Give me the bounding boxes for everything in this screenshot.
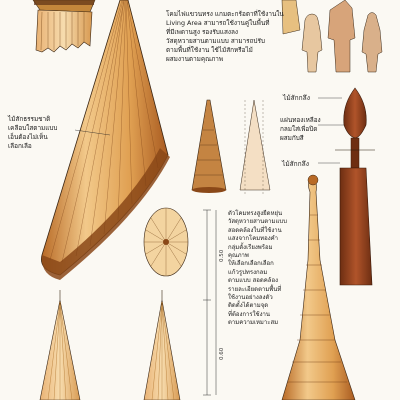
tall-tower-lamp-icon: [281, 174, 356, 400]
note-top-right: โคมไฟแขวนทรง แกมตะกร้อตาที่ใช้งานใน Livi…: [166, 10, 284, 63]
leader-lines: [74, 97, 344, 164]
fringe-lamp-icon: [32, 0, 96, 53]
dimension-bottom-label: 0.60: [219, 347, 225, 360]
human-scale-figures-icon: [281, 0, 383, 73]
dimension-top-label: 0.50: [219, 249, 225, 262]
note-right-mid-top: ไม้สักกลึง: [283, 94, 310, 102]
bottom-spire-left-icon: [39, 290, 81, 400]
small-spire-lamp-icon: [191, 99, 227, 193]
bottom-spire-right-icon: [143, 290, 181, 400]
note-left-mid: ไม้สักธรรมชาติ เคลือบใสตามแบบ เอ็นต้องไม…: [8, 115, 58, 150]
hanging-cone-lamp-icon: [41, 0, 171, 280]
note-right-mid-3: ไม้สักกลึง: [282, 160, 309, 168]
note-center-right: ตัวโคมทรงสูงยืดหยุ่น วัสดุหวายสานตามแบบ …: [228, 210, 287, 327]
finial-lamp-icon: [335, 87, 375, 286]
dimension-line: [203, 209, 217, 396]
outline-cone-lamp-icon: [239, 99, 271, 195]
note-right-mid-2: แผ่นทองเหลือง กลมใส่เพื่อปิด ผสมกับสี: [280, 116, 321, 142]
rattan-disc-icon: [143, 207, 189, 277]
